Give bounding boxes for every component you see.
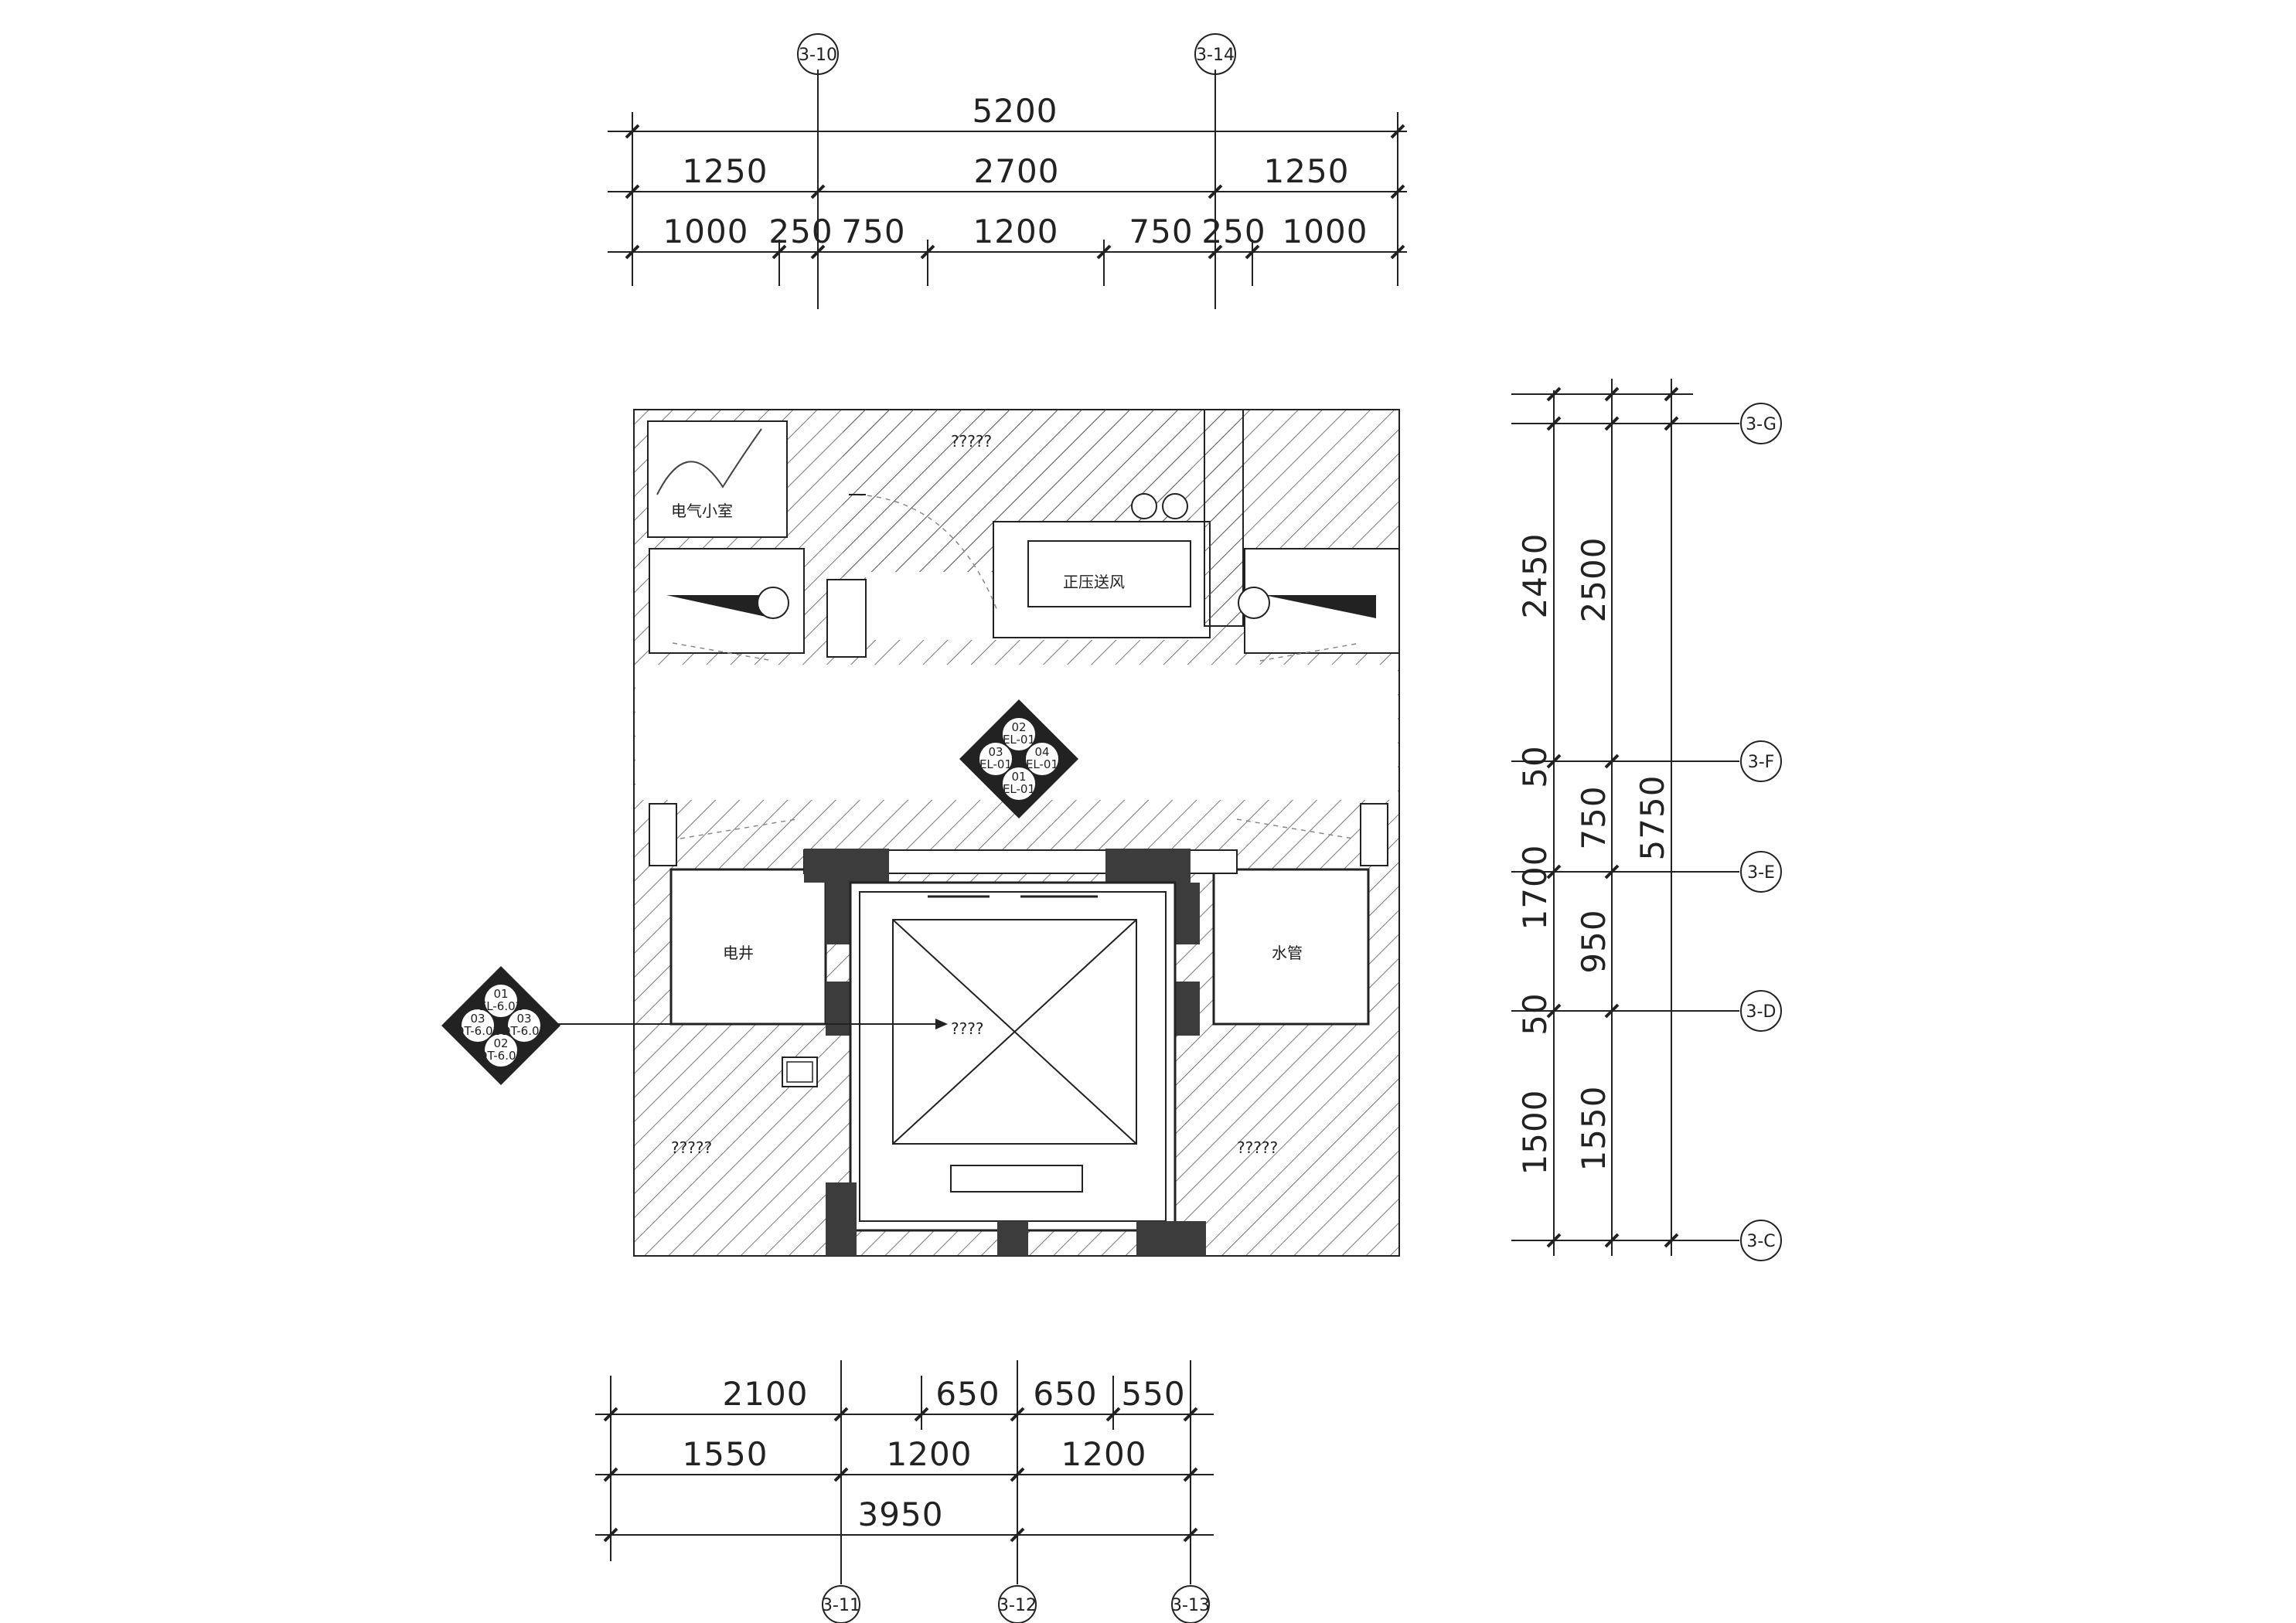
room-label-electric-shaft: 电井	[723, 944, 754, 962]
marker-left-left-ref: DT-6.02	[455, 1024, 500, 1038]
dim-bottom-row1-1: 2100	[723, 1375, 809, 1413]
room-label-bottom-left: ?????	[671, 1138, 712, 1157]
marker-center-top-ref: EL-01	[1003, 733, 1035, 747]
marker-center-bottom-ref: EL-01	[1003, 782, 1035, 796]
marker-left-right: 03	[516, 1012, 531, 1026]
dim-top-row3-5: 750	[1129, 213, 1193, 250]
dim-right-col1-3: 1700	[1516, 845, 1554, 931]
axis-label-top-1: 3-10	[799, 46, 837, 65]
dim-top-row2-3: 1250	[1264, 152, 1350, 190]
dim-top-row3-4: 1200	[973, 213, 1059, 250]
marker-left-bottom-ref: DT-6.02	[479, 1049, 523, 1063]
dim-top-row3-2: 250	[768, 213, 833, 250]
dim-bottom-row1-2: 650	[935, 1375, 1000, 1413]
room-label-bottom-right: ?????	[1237, 1138, 1278, 1157]
axis-label-bottom-3: 3-13	[1171, 1596, 1210, 1615]
dim-right-col2-4: 1550	[1575, 1086, 1613, 1172]
dim-bottom-row2-2: 1200	[887, 1435, 973, 1473]
dim-right-col2-2: 750	[1575, 785, 1613, 849]
dim-right-col2-1: 2500	[1575, 537, 1613, 623]
dim-bottom-row2-3: 1200	[1061, 1435, 1147, 1473]
axis-label-bottom-2: 3-12	[998, 1596, 1037, 1615]
axis-label-top-2: 3-14	[1196, 46, 1235, 65]
marker-left-left: 03	[470, 1012, 485, 1026]
room-label-top-center: ?????	[951, 432, 992, 451]
dim-bottom-row1-3: 650	[1033, 1375, 1097, 1413]
dim-bottom-row2-1: 1550	[683, 1435, 768, 1473]
dim-top-row2-2: 2700	[974, 152, 1060, 190]
room-label-pressure-fan: 正压送风	[1063, 573, 1125, 591]
axis-label-right-5: 3-C	[1746, 1232, 1775, 1251]
marker-center-right-ref: EL-01	[1026, 757, 1058, 771]
axis-label-bottom-1: 3-11	[822, 1596, 860, 1615]
dim-top-row3-7: 1000	[1283, 213, 1368, 250]
axis-label-right-4: 3-D	[1746, 1002, 1777, 1022]
dim-right-col2-3: 950	[1575, 909, 1613, 973]
marker-left-top-ref: EL-6.02	[479, 999, 523, 1013]
dim-right-col1-2: 50	[1516, 745, 1554, 788]
axis-label-right-3: 3-E	[1747, 863, 1775, 883]
dim-top-row3-1: 1000	[663, 213, 749, 250]
elevation-marker-left	[441, 966, 560, 1085]
marker-center-bottom: 01	[1011, 770, 1026, 784]
dim-right-col1-4: 50	[1516, 992, 1554, 1035]
axis-label-right-1: 3-G	[1746, 415, 1777, 434]
elevation-marker-center	[959, 699, 1078, 818]
plan-body	[510, 409, 1400, 1257]
marker-left-top: 01	[493, 987, 508, 1001]
dim-right-overall: 5750	[1633, 775, 1671, 861]
marker-left-bottom: 02	[493, 1036, 508, 1050]
dim-top-row3-3: 750	[841, 213, 905, 250]
room-label-elevator: ????	[951, 1019, 983, 1038]
dim-right-col1-5: 1500	[1516, 1090, 1554, 1176]
dim-top-overall: 5200	[973, 92, 1058, 130]
marker-center-left: 03	[988, 745, 1003, 759]
room-label-electric-room: 电气小室	[671, 502, 733, 520]
marker-left-right-ref: DT-6.02	[502, 1024, 547, 1038]
marker-center-right: 04	[1034, 745, 1049, 759]
axis-label-right-2: 3-F	[1748, 753, 1775, 772]
dim-right-col1-1: 2450	[1516, 533, 1554, 619]
dim-top-row2-1: 1250	[683, 152, 768, 190]
marker-center-left-ref: EL-01	[979, 757, 1012, 771]
dim-bottom-overall: 3950	[858, 1495, 944, 1533]
marker-center-top: 02	[1011, 720, 1026, 734]
room-label-water-pipe: 水管	[1272, 944, 1303, 962]
dim-top-row3-6: 250	[1201, 213, 1266, 250]
dim-bottom-row1-4: 550	[1121, 1375, 1185, 1413]
